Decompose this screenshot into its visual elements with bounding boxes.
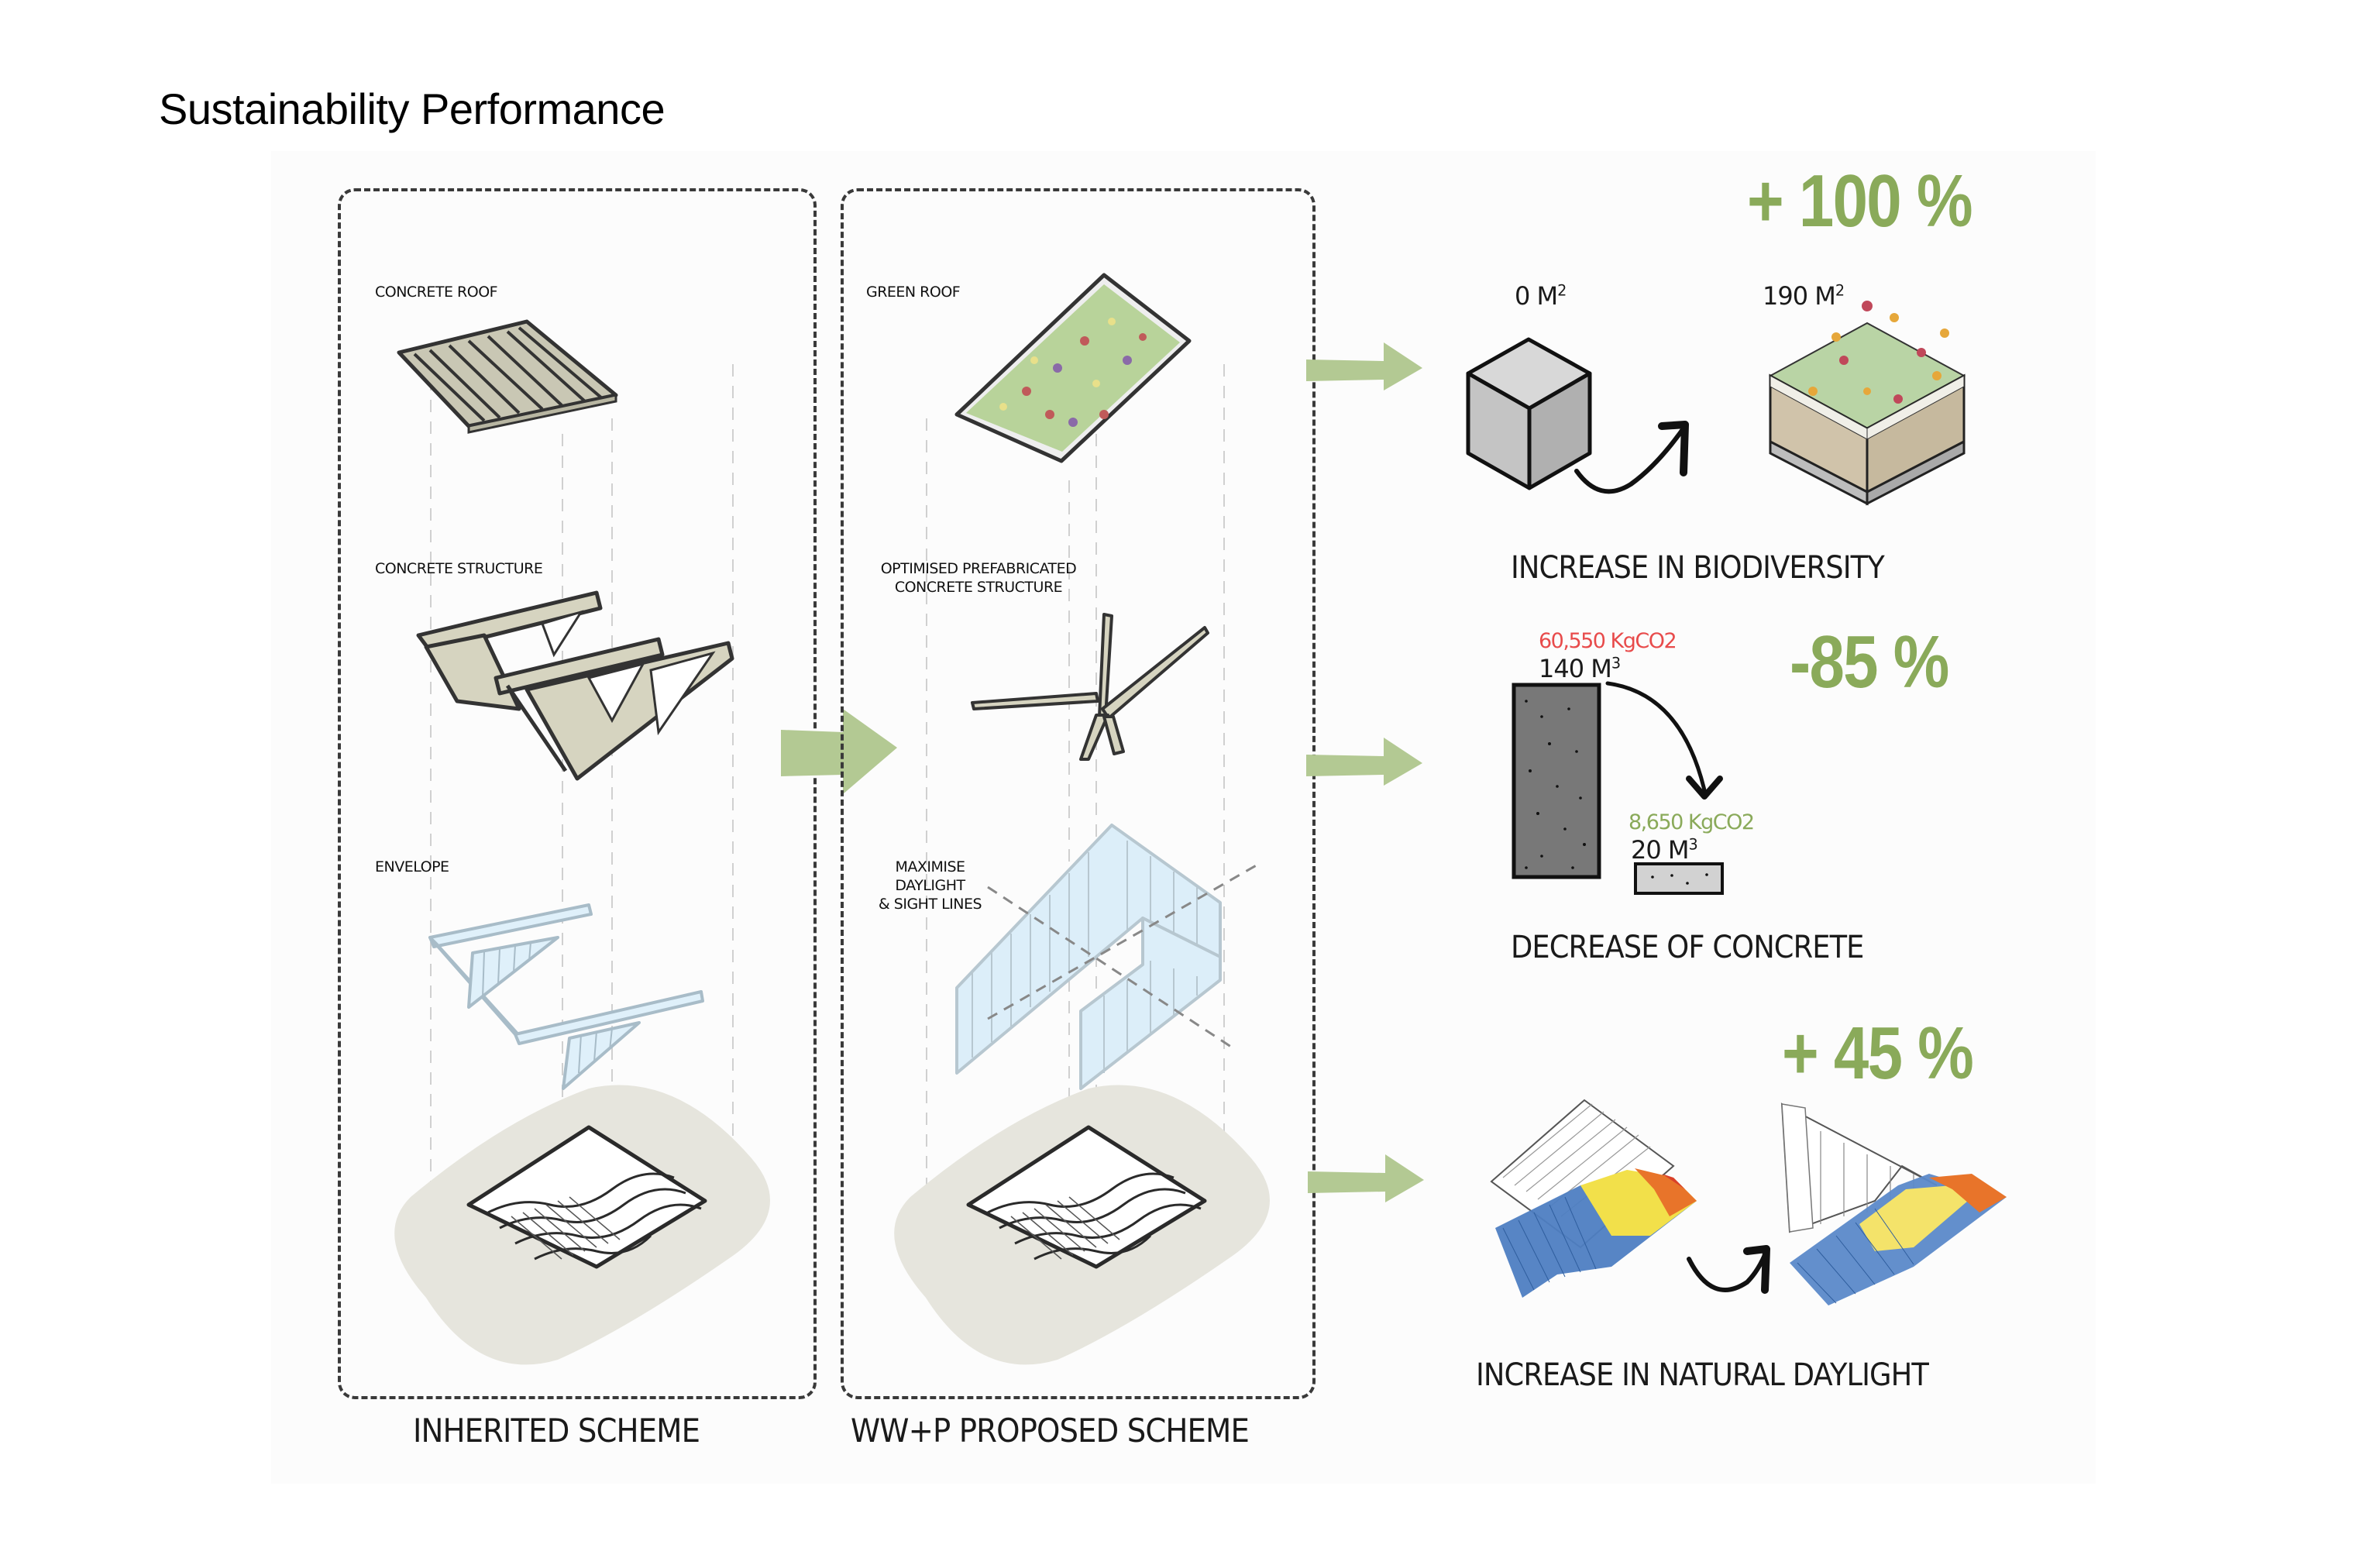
daylight-change-value: + 45 % — [1782, 1012, 1974, 1095]
biodiversity-before-area: 0 M2 — [1515, 281, 1567, 311]
arrow-right-icon — [1306, 738, 1422, 786]
volume-unit-sup: 3 — [1688, 835, 1698, 854]
scheme-label-proposed: WW+P PROPOSED SCHEME — [851, 1412, 1250, 1450]
concrete-structure-icon — [416, 590, 734, 781]
layer-label-prefab-structure: OPTIMISED PREFABRICATED CONCRETE STRUCTU… — [866, 559, 1091, 597]
concrete-volume-large-icon — [1512, 683, 1601, 879]
biodiversity-after-area: 190 M2 — [1763, 281, 1845, 311]
concrete-roof-icon — [397, 319, 618, 434]
proposed-scheme-frame — [841, 188, 1316, 1399]
arrow-right-icon — [1308, 1154, 1424, 1202]
area-value: 0 M — [1515, 281, 1558, 311]
scheme-label-inherited: INHERITED SCHEME — [413, 1412, 700, 1450]
concrete-before-volume: 140 M3 — [1539, 654, 1621, 683]
curved-arrow-icon — [1574, 421, 1689, 494]
layer-label-daylight: MAXIMISE DAYLIGHT & SIGHT LINES — [866, 858, 994, 913]
green-roof-block-icon — [1768, 301, 1966, 506]
biodiversity-title: INCREASE IN BIODIVERSITY — [1511, 550, 1885, 586]
envelope-icon — [428, 903, 704, 1090]
concrete-change-value: -85 % — [1790, 621, 1949, 703]
curved-arrow-down-icon — [1605, 681, 1723, 800]
area-unit-sup: 2 — [1835, 281, 1845, 300]
biodiversity-change-value: + 100 % — [1747, 160, 1972, 242]
inherited-scheme-frame — [338, 188, 817, 1399]
area-value: 190 M — [1763, 281, 1836, 311]
site-base-icon-proposed — [894, 1085, 1270, 1365]
layer-label-concrete-structure: CONCRETE STRUCTURE — [375, 560, 543, 577]
concrete-after-volume: 20 M3 — [1631, 835, 1698, 865]
volume-value: 140 M — [1539, 654, 1612, 683]
area-unit-sup: 2 — [1557, 281, 1567, 300]
daylight-title: INCREASE IN NATURAL DAYLIGHT — [1476, 1357, 1929, 1393]
layer-label-green-roof: GREEN ROOF — [866, 284, 961, 301]
layer-label-line1: MAXIMISE DAYLIGHT — [895, 858, 965, 894]
page-title: Sustainability Performance — [159, 84, 666, 133]
layer-label-concrete-roof: CONCRETE ROOF — [375, 284, 498, 301]
volume-value: 20 M — [1631, 835, 1689, 865]
concrete-after-co2: 8,650 KgCO2 — [1629, 810, 1755, 834]
site-base-icon-inherited — [394, 1085, 770, 1365]
prefab-structure-icon — [971, 613, 1209, 761]
layer-label-line1: OPTIMISED PREFABRICATED — [880, 560, 1077, 577]
layer-label-line2: CONCRETE STRUCTURE — [894, 579, 1063, 596]
concrete-title: DECREASE OF CONCRETE — [1511, 930, 1864, 965]
concrete-volume-small-icon — [1634, 862, 1724, 895]
green-roof-icon — [954, 273, 1192, 463]
glazing-icon — [955, 824, 1260, 1090]
layer-label-envelope: ENVELOPE — [375, 858, 449, 875]
daylight-analysis-after-icon — [1780, 1102, 2007, 1305]
volume-unit-sup: 3 — [1611, 654, 1621, 672]
arrow-right-icon — [781, 709, 897, 794]
layer-label-line2: & SIGHT LINES — [878, 896, 982, 913]
daylight-analysis-before-icon — [1490, 1099, 1697, 1298]
curved-arrow-icon — [1687, 1245, 1770, 1294]
concrete-block-icon — [1466, 337, 1592, 490]
concrete-before-co2: 60,550 KgCO2 — [1539, 629, 1677, 653]
arrow-right-icon — [1306, 342, 1422, 390]
